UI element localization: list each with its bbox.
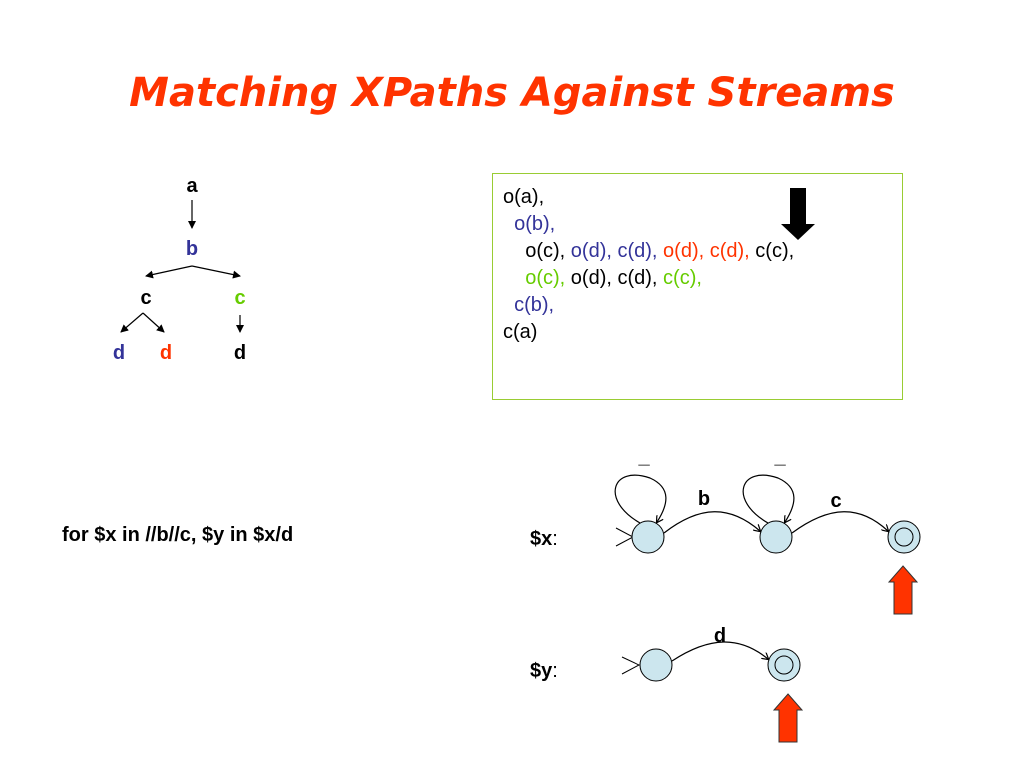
automaton-x (614, 474, 921, 554)
self-loop-x-0 (614, 474, 667, 523)
var-label-x: $x: (530, 528, 558, 551)
stream-position-arrow-icon (781, 188, 815, 240)
var-x-colon: : (552, 528, 558, 550)
tree-edges (120, 200, 244, 333)
transition-x-c (791, 511, 888, 534)
stream-event-segment: o(c), (503, 240, 571, 262)
tree-node-d-blue: d (112, 342, 126, 364)
state-x-final (887, 520, 921, 554)
stream-line: o(a), (503, 184, 892, 211)
start-arrow-y (621, 656, 641, 675)
tree-node-b: b (185, 238, 199, 260)
transition-x-b (663, 511, 760, 534)
stream-event-segment: c(c), (663, 267, 702, 289)
state-x-0 (631, 520, 665, 554)
self-loop-x-1 (742, 474, 795, 523)
state-x-1 (759, 520, 793, 554)
stream-event-segment: c(c), (755, 240, 795, 262)
self-loop-label-x-1: _ (774, 446, 786, 468)
var-x-name: $x (530, 528, 553, 550)
tree-node-a: a (186, 175, 198, 197)
edge-b-c-left (145, 265, 193, 279)
tree-node-c-left: c (140, 287, 152, 309)
state-y-0 (639, 648, 673, 682)
self-loop-label-x-0: _ (638, 446, 650, 468)
edge-c-d-red (142, 312, 165, 333)
stream-event-segment: o(d), c(d), (663, 240, 756, 262)
var-y-name: $y (530, 660, 553, 682)
stream-event-segment: o(d), c(d), (570, 267, 664, 289)
stream-line: o(c), o(d), c(d), c(c), (503, 265, 892, 292)
start-arrow-x (615, 527, 635, 547)
stream-event-segment: o(d), c(d), (570, 240, 664, 262)
stream-line: o(b), (503, 211, 892, 238)
stream-event-segment: o(c), (525, 267, 571, 289)
stream-line: c(b), (503, 292, 892, 319)
var-y-colon: : (552, 660, 558, 682)
tree-node-d-black: d (233, 342, 247, 364)
state-y-final-inner (774, 655, 794, 675)
automaton-y (621, 641, 801, 682)
var-label-y: $y: (530, 660, 558, 683)
stream-event-segment (503, 267, 525, 289)
stream-event-segment: o(b), (503, 213, 556, 235)
stream-event-segment: c(b), (503, 294, 555, 316)
edge-label-x-b: b (697, 488, 711, 510)
edge-label-x-c: c (830, 490, 842, 512)
edge-c-d-blue (120, 312, 144, 333)
edge-b-c-right (191, 265, 241, 279)
stream-line: o(c), o(d), c(d), o(d), c(d), c(c), (503, 238, 892, 265)
state-y-final (767, 648, 801, 682)
stream-event-segment: o(a), (503, 186, 545, 208)
edge-label-y-d: d (713, 625, 727, 647)
stream-line: c(a) (503, 319, 892, 346)
slide-title: Matching XPaths Against Streams (129, 70, 895, 116)
stream-events-box: o(a), o(b), o(c), o(d), c(d), o(d), c(d)… (492, 173, 903, 400)
query-text: for $x in //b//c, $y in $x/d (62, 524, 294, 546)
state-x-final-inner (894, 527, 914, 547)
tree-node-d-red: d (159, 342, 173, 364)
y-match-arrow-icon (772, 693, 804, 743)
x-match-arrow-icon (887, 565, 919, 615)
stream-event-segment: c(a) (503, 321, 538, 343)
tree-node-c-right: c (234, 287, 246, 309)
transition-y-d (671, 641, 768, 662)
